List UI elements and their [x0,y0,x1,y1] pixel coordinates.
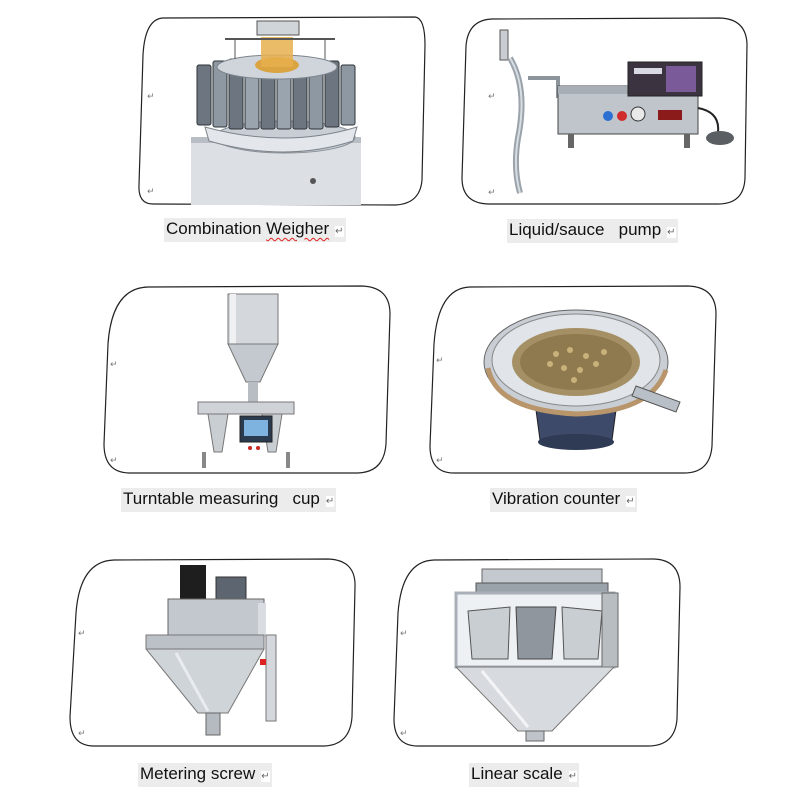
caption-liquid-sauce-pump: Liquid/sauce pump ↵ [507,219,678,243]
turntable-measuring-cup-image [197,293,295,468]
paragraph-mark: ↵ [436,355,444,365]
image-frame-turntable-measuring-cup: ↵ ↵ [100,284,392,476]
image-frame-combination-weigher: ↵ ↵ [135,15,427,207]
combination-weigher-image [191,20,361,205]
caption-turntable-measuring-cup: Turntable measuring cup ↵ [121,488,337,512]
paragraph-mark: ↵ [261,771,270,782]
paragraph-mark: ↵ [626,496,635,507]
caption-metering-screw: Metering screw ↵ [138,763,272,787]
caption-vibration-counter: Vibration counter ↵ [490,488,637,512]
caption-linear-scale: Linear scale ↵ [469,763,580,787]
image-frame-linear-scale: ↵ ↵ [390,557,682,749]
paragraph-mark: ↵ [400,628,408,638]
paragraph-mark: ↵ [335,226,344,237]
paragraph-mark: ↵ [568,771,578,782]
caption-text: Combination [166,219,267,238]
image-frame-metering-screw: ↵ ↵ [66,557,358,749]
caption-text: Vibration counter [492,489,621,508]
caption-text: Metering screw [140,764,256,783]
paragraph-mark: ↵ [400,728,408,738]
paragraph-mark: ↵ [667,227,676,238]
linear-scale-image [454,568,619,742]
caption-combination-weigher: Combination Weigher ↵ [164,218,346,242]
paragraph-mark: ↵ [147,91,155,101]
paragraph-mark: ↵ [78,628,86,638]
image-frame-vibration-counter: ↵ ↵ [426,284,718,476]
image-frame-liquid-sauce-pump: ↵ ↵ [458,16,750,206]
vibration-counter-image [483,309,681,450]
paragraph-mark: ↵ [488,187,496,197]
paragraph-mark: ↵ [110,455,118,465]
paragraph-mark: ↵ [110,359,118,369]
liquid-sauce-pump-image [499,29,734,194]
metering-screw-image [145,565,277,736]
caption-text: Turntable measuring cup [123,489,320,508]
caption-text-spellcheck: Weigher [266,219,330,238]
paragraph-mark: ↵ [488,91,496,101]
paragraph-mark: ↵ [78,728,86,738]
caption-text: Liquid/sauce pump [509,220,662,239]
paragraph-mark: ↵ [325,496,335,507]
paragraph-mark: ↵ [147,186,155,196]
caption-text: Linear scale [471,764,563,783]
paragraph-mark: ↵ [436,455,444,465]
